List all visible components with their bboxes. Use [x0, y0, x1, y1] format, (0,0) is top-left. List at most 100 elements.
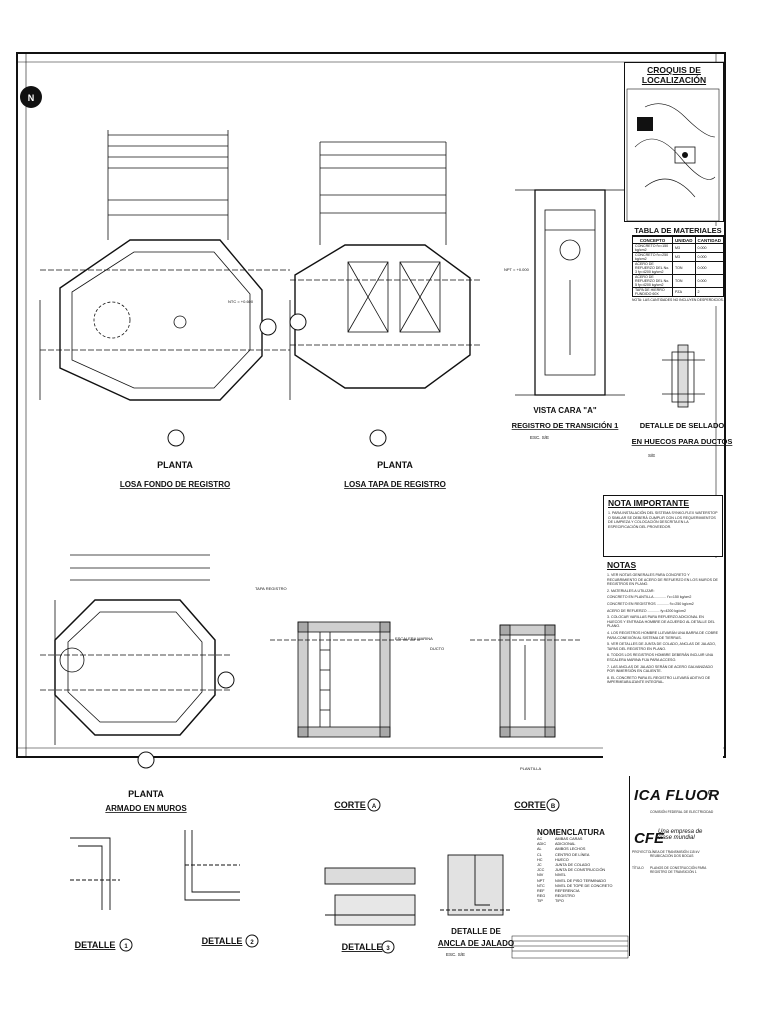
- corte-b-title: CORTE: [514, 800, 546, 810]
- title-block: [629, 776, 724, 956]
- detalle-3-drawing: [324, 867, 416, 926]
- notas-line: 8. EL CONCRETO PARA EL REGISTRO LLEVARÁ …: [607, 675, 711, 685]
- detalle-1-title: DETALLE: [75, 940, 116, 950]
- notas-title: NOTAS: [607, 560, 637, 570]
- armado-muros-title: PLANTA: [128, 789, 164, 799]
- detalle-ancla-scale: ESC. S/E: [446, 952, 465, 957]
- detalle-2-title: DETALLE: [202, 936, 243, 946]
- revision-table: [511, 935, 629, 959]
- mat-header-concepto: CONCEPTO: [632, 236, 673, 244]
- project-label: PROYECTO: [632, 850, 651, 854]
- notas-line: 7. LAS ANCLAS DE JALADO SERÁN DE ACERO G…: [607, 664, 713, 674]
- label-ducto: DUCTO: [430, 646, 444, 651]
- corte-a-title: CORTE: [334, 800, 366, 810]
- detalle-sellado-subtitle: EN HUECOS PARA DUCTOS: [632, 437, 733, 446]
- mat-cell: 2: [694, 287, 724, 297]
- losa-tapa-title: PLANTA: [377, 460, 413, 470]
- mat-cell: TON: [672, 261, 696, 275]
- drawing-title: PLANOS DE CONSTRUCCIÓN PARA REGISTRO DE …: [650, 866, 707, 875]
- project-name: LÍNEA DE TRANSMISIÓN 115 kV REUBICACIÓN …: [650, 850, 700, 859]
- notas-line: ACERO DE REFUERZO ............ fy=4200 k…: [607, 608, 686, 613]
- losa-fondo-title: PLANTA: [157, 460, 193, 470]
- detalle-1-drawing: [70, 837, 120, 910]
- detalle-2-mark: 2: [250, 940, 254, 946]
- materiales-table: CONCEPTO UNIDAD CANTIDAD CONCRETO f'c=15…: [632, 236, 724, 297]
- title-label: TÍTULO: [632, 866, 644, 870]
- nomenclatura-title: NOMENCLATURA: [537, 828, 605, 837]
- table-row: CONCRETO f'c=150 kg/cm2 M3 0.000: [632, 243, 724, 253]
- cfe-tagline: Una empresa de clase mundial: [658, 829, 703, 841]
- notas-line: 1. VER NOTAS GENERALES PARA CONCRETO Y R…: [607, 573, 718, 587]
- notas-line: CONCRETO EN REGISTROS ............ f'c=2…: [607, 601, 694, 606]
- table-row: ACERO DE REFUERZO DEL No. 3 fy=4200 kg/c…: [632, 261, 724, 275]
- label-nivel-1: NTC = +0.600: [228, 299, 254, 304]
- notas-line: 3. COLOCAR VARILLAS PARA REFUERZO ADICIO…: [607, 615, 715, 629]
- drawing-sheet-border: [16, 52, 726, 758]
- detalle-ancla-subtitle: ANCLA DE JALADO: [438, 939, 514, 948]
- materiales-title: TABLA DE MATERIALES: [632, 226, 724, 236]
- corte-b-section: [470, 624, 580, 738]
- losa-fondo-section-marks: [167, 318, 277, 447]
- notas-line: CONCRETO EN PLANTILLA ............ f'c=1…: [607, 595, 692, 600]
- mat-cell: CONCRETO f'c=250 kg/cm2: [632, 252, 673, 262]
- losa-tapa-subtitle: LOSA TAPA DE REGISTRO: [344, 480, 446, 489]
- table-row: ACERO DE REFUERZO DEL No. 5 fy=4200 kg/c…: [632, 274, 724, 288]
- corte-a-section: [270, 621, 420, 738]
- vista-cara-scale: ESC. S/E: [530, 435, 549, 440]
- notas-line: 2. MATERIALES A UTILIZAR:: [607, 588, 655, 593]
- client-name: COMISIÓN FEDERAL DE ELECTRICIDAD: [650, 810, 714, 814]
- table-row: CONCRETO f'c=250 kg/cm2 M3 0.000: [632, 252, 724, 262]
- losa-fondo-plan: [39, 130, 291, 401]
- losa-tapa-section-marks: [289, 313, 387, 447]
- mat-cell: 0.000: [694, 243, 724, 253]
- mat-cell: M3: [672, 252, 696, 262]
- notas-line: 5. VER DETALLES DE JUNTA DE COLADO, ANCL…: [607, 642, 716, 651]
- vista-cara-subtitle: REGISTRO DE TRANSICIÓN 1: [512, 421, 619, 430]
- label-nivel-2: NPT = +0.000: [504, 267, 530, 272]
- label-escalera: ESCALERA MARINA: [395, 636, 433, 641]
- mat-cell: M3: [672, 243, 696, 253]
- detalle-3-title: DETALLE: [342, 942, 383, 952]
- mat-cell: TAPA DE HIERRO FUNDIDO 60X: [632, 287, 673, 297]
- detalle-1-mark: 1: [124, 944, 128, 950]
- losa-fondo-subtitle: LOSA FONDO DE REGISTRO: [120, 480, 230, 489]
- mat-cell: 0.000: [694, 261, 724, 275]
- detalle-sellado-title: DETALLE DE SELLADO: [640, 421, 725, 430]
- armado-muros-subtitle: ARMADO EN MUROS: [105, 804, 187, 813]
- materiales-box: TABLA DE MATERIALES CONCEPTO UNIDAD CANT…: [632, 226, 724, 306]
- vista-cara-a: [515, 189, 625, 396]
- mat-cell: ACERO DE REFUERZO DEL No. 3 fy=4200 kg/c…: [632, 261, 673, 275]
- notas-line: 4. LOS REGISTROS HOMBRE LLEVARÁN UNA BAR…: [607, 630, 718, 640]
- notas-line: 6. TODOS LOS REGISTROS HOMBRE DEBERÁN IN…: [607, 653, 713, 662]
- label-tapa: TAPA REGISTRO: [255, 586, 287, 591]
- north-arrow-icon: N: [20, 86, 42, 108]
- mat-cell: ACERO DE REFUERZO DEL No. 5 fy=4200 kg/c…: [632, 274, 673, 288]
- mat-header-cantidad: CANTIDAD: [694, 236, 724, 244]
- mat-header-unidad: UNIDAD: [672, 236, 696, 244]
- label-plantilla: PLANTILLA: [520, 766, 541, 771]
- detalle-ancla-title: DETALLE DE: [451, 927, 501, 936]
- table-row: TAPA DE HIERRO FUNDIDO 60X PZA 2: [632, 287, 724, 297]
- mat-cell: 0.000: [694, 274, 724, 288]
- croquis-map: [626, 88, 720, 222]
- corte-b-mark: B: [551, 804, 556, 810]
- nota-importante-text: 1. PARA INSTALACIÓN DEL SISTEMA SYNKO-FL…: [608, 511, 718, 529]
- losa-tapa-plan: [290, 141, 480, 389]
- detalle-3-mark: 3: [386, 946, 390, 952]
- cfe-logo: CFE: [634, 830, 664, 847]
- notas-box: NOTAS 1. VER NOTAS GENERALES PARA CONCRE…: [603, 558, 723, 776]
- mat-cell: TON: [672, 274, 696, 288]
- detalle-2-drawing: [184, 830, 240, 901]
- nota-importante-box: NOTA IMPORTANTE 1. PARA INSTALACIÓN DEL …: [603, 495, 723, 557]
